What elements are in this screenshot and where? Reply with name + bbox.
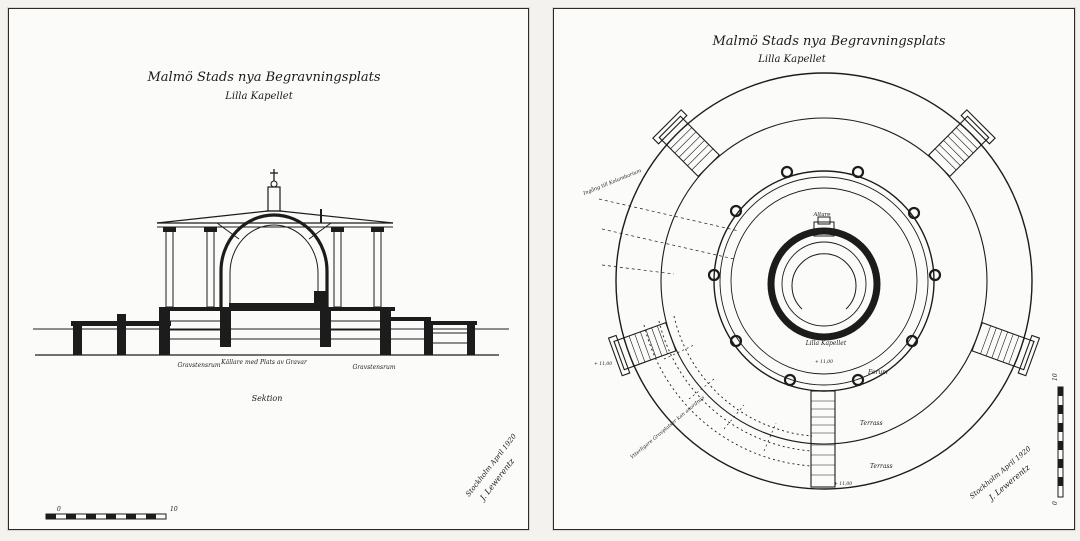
plan-drawing: Malmö Stads nya Begravningsplats Lilla K… [581, 34, 1064, 505]
plan-signature: Stockholm April 1920 J. Lewerentz [968, 444, 1033, 503]
forum-label: Forum [867, 369, 888, 376]
basement-label-center: Källare med Plats av Gravar [220, 359, 308, 366]
scale-bar: 0 10 [45, 506, 178, 520]
plan-scale-end: 10 [1052, 373, 1059, 381]
plan-subtitle: Lilla Kapellet [757, 54, 826, 65]
note-top: Ingång till Kolumbarium [581, 167, 642, 197]
basement [71, 311, 477, 355]
basement-label-left: Gravstensrum [177, 362, 220, 369]
plan-scale-bar: 10 0 [1052, 373, 1064, 505]
note-bottom: Ytterligare Gravplatser kan anordnas [629, 395, 706, 461]
level-bottom-label: + 11,00 [834, 481, 852, 487]
plan-title: Malmö Stads nya Begravningsplats [711, 34, 945, 49]
section-title: Malmö Stads nya Begravningsplats [146, 70, 380, 85]
stair-west [607, 321, 677, 377]
floor-slab [159, 291, 395, 311]
section-signature: Stockholm April 1920 J. Lewerentz [464, 432, 518, 504]
stair-east [971, 321, 1041, 377]
stair-northeast [927, 109, 996, 178]
basement-label-right: Gravstensrum [352, 364, 395, 371]
chapel-label: Lilla Kapellet [805, 340, 847, 347]
level-left-label: + 11,00 [594, 361, 612, 367]
guide-lines [598, 198, 740, 275]
lantern [266, 186, 282, 212]
section-subtitle: Lilla Kapellet [224, 91, 293, 102]
plan-drawing-sheet: Malmö Stads nya Begravningsplats Lilla K… [553, 8, 1075, 530]
svg-text:Ytterligare Gravplatser kan an: Ytterligare Gravplatser kan anordnas [629, 395, 706, 461]
grave-sector [643, 315, 813, 467]
floor-level-label: + 11,00 [815, 359, 833, 365]
section-drawing-sheet: Malmö Stads nya Begravningsplats Lilla K… [8, 8, 529, 530]
altar-label: Altare [812, 212, 831, 218]
chapel-core [767, 216, 881, 341]
column-ring [707, 165, 942, 387]
svg-text:Ingång till Kolumbarium: Ingång till Kolumbarium [581, 167, 642, 197]
roof [156, 209, 394, 228]
section-drawing: Malmö Stads nya Begravningsplats Lilla K… [33, 70, 518, 520]
stair-south [810, 390, 836, 488]
terrace-outer-label: Terrass [870, 463, 893, 470]
plan-scale-start: 0 [1052, 501, 1059, 505]
terrace-rings [615, 72, 1033, 490]
columns [163, 227, 384, 308]
cross-ornament [270, 169, 278, 188]
scale-start: 0 [57, 506, 61, 513]
stair-northwest [652, 109, 721, 178]
section-caption: Sektion [252, 394, 283, 403]
scale-end: 10 [170, 506, 178, 513]
terrace-label: Terrass [860, 420, 883, 427]
dome-vault [216, 213, 332, 309]
